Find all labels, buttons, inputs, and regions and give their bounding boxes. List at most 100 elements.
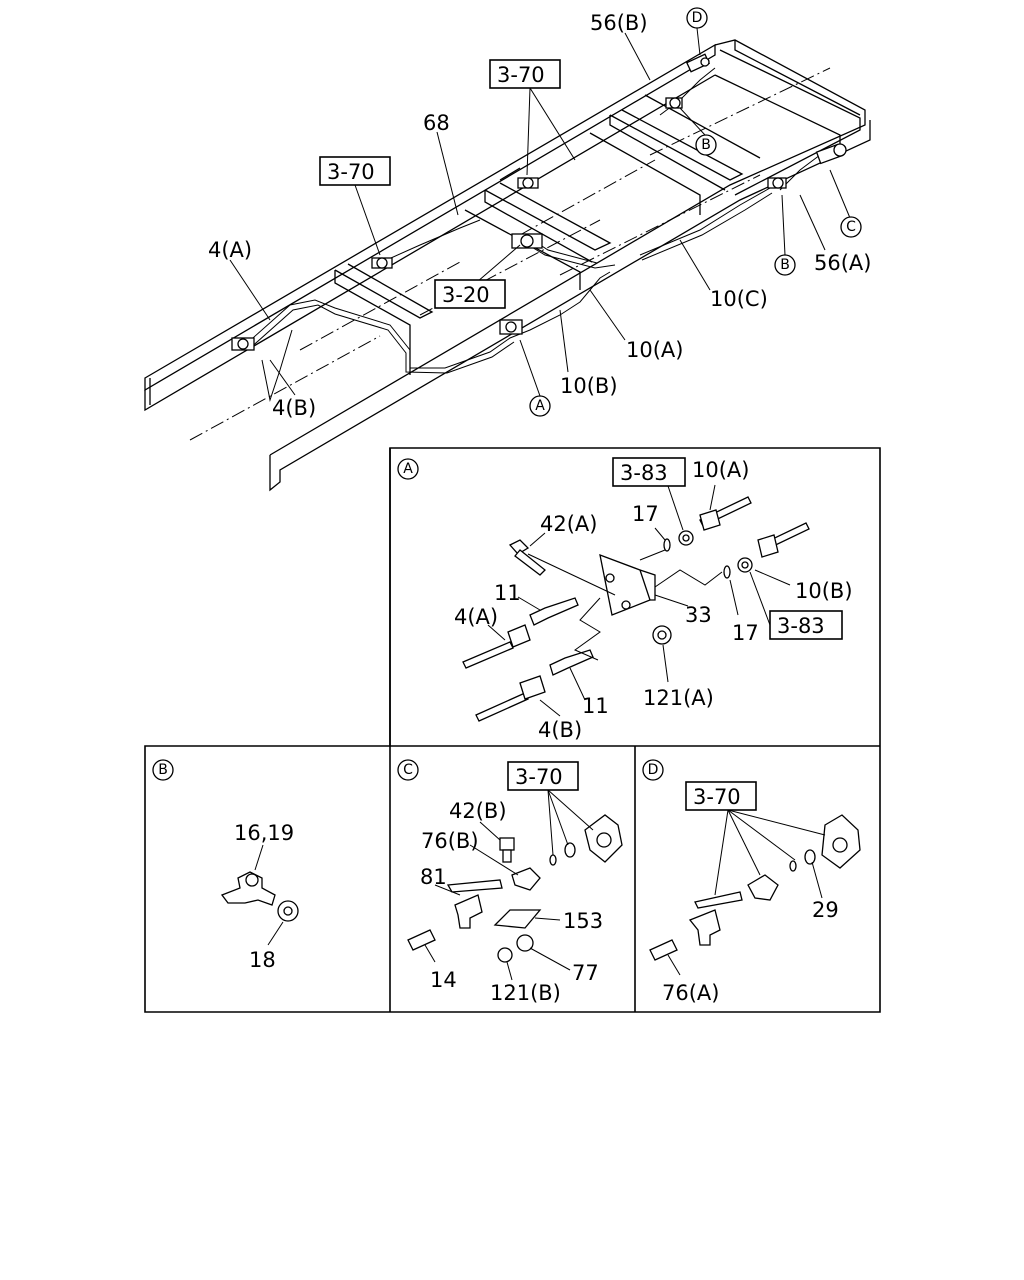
label-11-2: 11 — [582, 694, 609, 718]
valve-d-lever — [688, 891, 743, 946]
svg-text:D: D — [648, 762, 659, 778]
label-33: 33 — [685, 603, 712, 627]
label-4a-top: 4(A) — [208, 238, 252, 262]
nipple-76a — [649, 939, 678, 961]
nut-18 — [277, 900, 299, 922]
ref-3-83-lower: 3-83 — [769, 610, 843, 640]
bracket-153 — [493, 909, 542, 929]
svg-text:3-83: 3-83 — [777, 614, 825, 638]
nipple-14 — [407, 929, 436, 951]
svg-text:D: D — [692, 10, 703, 26]
label-4a-a: 4(A) — [454, 605, 498, 629]
svg-text:3-70: 3-70 — [497, 63, 545, 87]
label-14: 14 — [430, 968, 457, 992]
svg-text:3-70: 3-70 — [515, 765, 563, 789]
valve-d-3-70 — [789, 814, 861, 872]
label-4b-a: 4(B) — [538, 718, 582, 742]
ref-3-70-top: 3-70 — [489, 59, 561, 89]
marker-c-top: C — [840, 216, 862, 238]
label-56a: 56(A) — [814, 251, 871, 275]
marker-b-top2: B — [774, 254, 796, 276]
svg-text:3-20: 3-20 — [442, 283, 490, 307]
panel-c: C — [397, 759, 623, 981]
svg-text:A: A — [535, 398, 545, 414]
label-4b-top: 4(B) — [272, 396, 316, 420]
union-11-lower — [549, 649, 594, 676]
panel-a-marker: A — [397, 458, 419, 480]
ref-3-83-upper: 3-83 — [612, 457, 686, 487]
label-121b: 121(B) — [490, 981, 561, 1005]
label-16-19: 16,19 — [234, 821, 294, 845]
svg-text:C: C — [403, 762, 413, 778]
svg-text:B: B — [701, 137, 711, 153]
panel-frames — [144, 447, 881, 1013]
label-81: 81 — [420, 865, 447, 889]
label-10b-a: 10(B) — [795, 579, 853, 603]
label-77: 77 — [572, 961, 599, 985]
svg-text:B: B — [780, 257, 790, 273]
panel-d-marker: D — [642, 759, 664, 781]
pipe-4a — [462, 624, 531, 669]
label-17-1: 17 — [632, 502, 659, 526]
label-153: 153 — [563, 909, 603, 933]
nut-3-83-lower — [737, 557, 753, 573]
fitting-b-top1 — [665, 97, 683, 109]
label-29: 29 — [812, 898, 839, 922]
label-56b: 56(B) — [590, 11, 648, 35]
panel-d: D — [642, 759, 861, 976]
label-17-2: 17 — [732, 621, 759, 645]
marker-b-top1: B — [695, 134, 717, 156]
fitting-3-70-a — [517, 177, 539, 189]
fitting-c-top — [815, 143, 847, 165]
label-18: 18 — [249, 948, 276, 972]
fitting-d-top — [685, 53, 711, 73]
nut-77 — [516, 934, 534, 952]
ref-3-70-left: 3-70 — [319, 156, 391, 186]
label-10c: 10(C) — [710, 287, 768, 311]
fitting-b-top2 — [767, 177, 787, 189]
nut-3-83-upper — [678, 530, 694, 546]
label-76a: 76(A) — [662, 981, 719, 1005]
pipe-4b — [475, 675, 546, 722]
washer-17-upper — [663, 538, 671, 552]
label-76b: 76(B) — [421, 829, 479, 853]
leaders-top — [229, 27, 851, 397]
chassis-frame — [144, 39, 871, 492]
ref-3-70-d: 3-70 — [685, 781, 757, 811]
bolt-42a — [508, 539, 546, 576]
fitting-d-tee — [747, 874, 779, 901]
frame-fittings — [231, 53, 847, 351]
svg-text:A: A — [403, 461, 413, 477]
fitting-4a-top — [231, 337, 255, 351]
bolt-42b — [499, 837, 515, 863]
ref-3-20: 3-20 — [434, 279, 506, 309]
marker-a-top: A — [529, 395, 551, 417]
union-11-upper — [529, 597, 579, 626]
label-68: 68 — [423, 111, 450, 135]
label-10a-top: 10(A) — [626, 338, 683, 362]
panel-a: A — [397, 458, 810, 722]
pipe-10b — [757, 522, 810, 558]
washer-17-lower — [723, 565, 731, 579]
label-42b: 42(B) — [449, 799, 507, 823]
label-121a: 121(A) — [643, 686, 714, 710]
ref-3-70-c: 3-70 — [507, 761, 579, 791]
panel-c-marker: C — [397, 759, 419, 781]
svg-text:3-83: 3-83 — [620, 461, 668, 485]
svg-text:B: B — [158, 762, 168, 778]
label-42a: 42(A) — [540, 512, 597, 536]
svg-text:3-70: 3-70 — [693, 785, 741, 809]
fitting-3-70-b — [371, 257, 393, 269]
valve-3-70-c — [549, 814, 623, 866]
fitting-76b — [511, 867, 541, 891]
pipe-10a — [699, 496, 752, 531]
label-10b-top: 10(B) — [560, 374, 618, 398]
valve-81 — [446, 879, 503, 929]
nut-121b — [497, 947, 513, 963]
panel-b: B — [152, 759, 299, 946]
panel-b-marker: B — [152, 759, 174, 781]
svg-text:C: C — [846, 219, 856, 235]
nut-121a — [652, 625, 672, 645]
tee-fitting-16-19 — [220, 871, 276, 906]
